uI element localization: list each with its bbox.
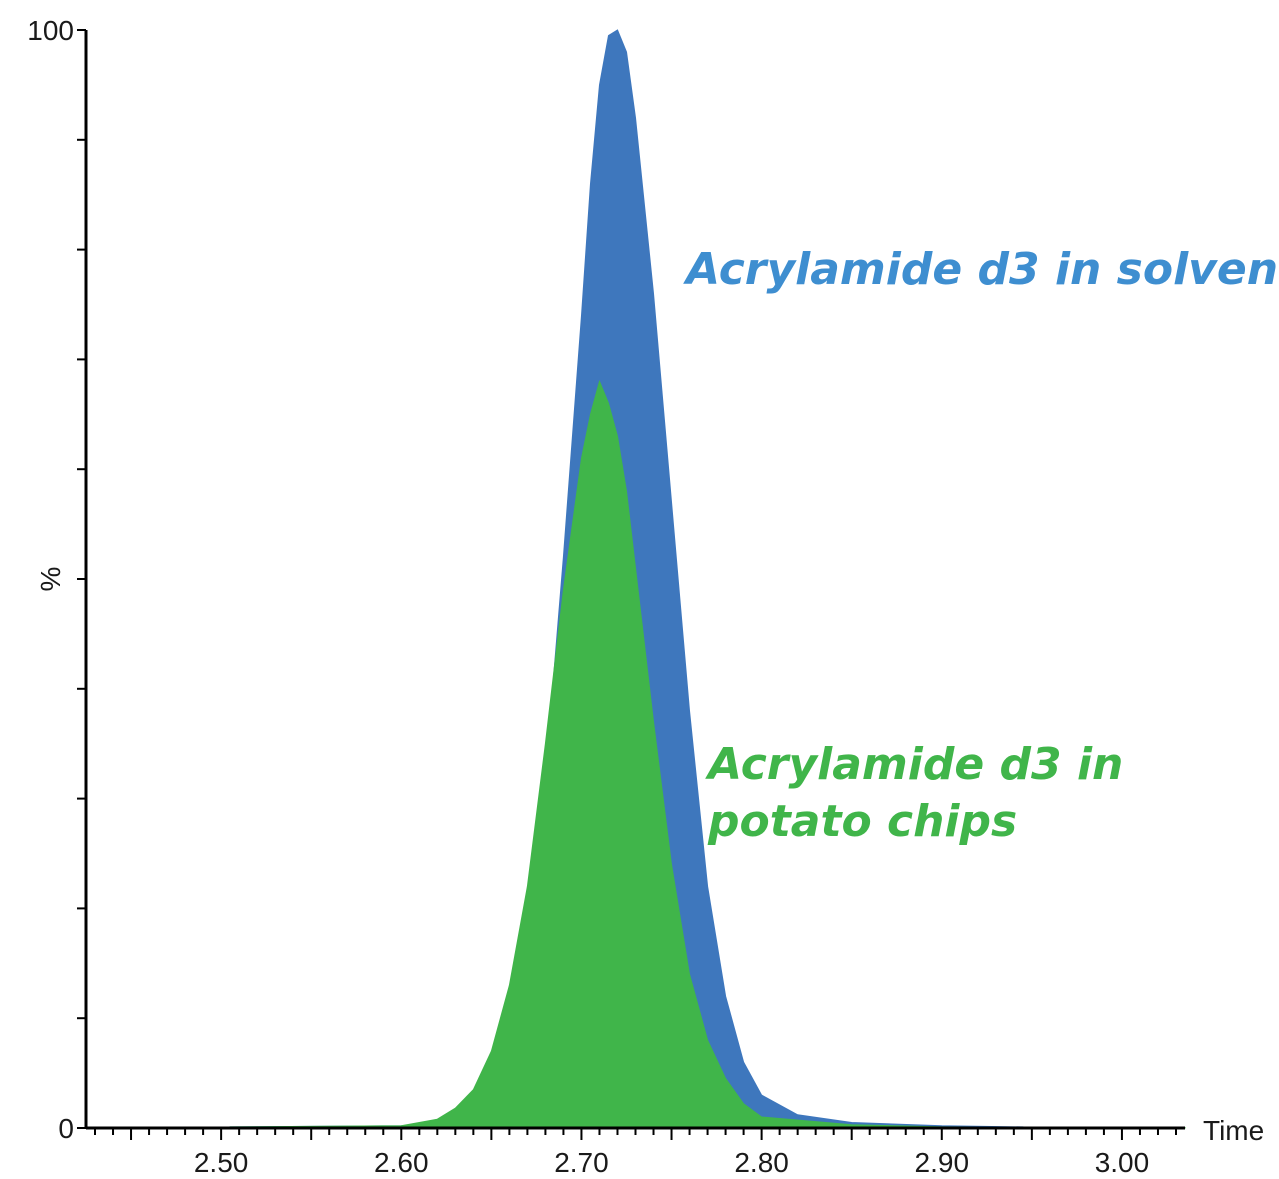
x-tick-label: 2.50 xyxy=(194,1147,249,1178)
x-axis-title: Time xyxy=(1203,1115,1264,1146)
y-axis-title: % xyxy=(35,567,66,592)
x-tick-label: 3.00 xyxy=(1095,1147,1150,1178)
x-tick-label: 2.60 xyxy=(374,1147,429,1178)
y-tick-label: 100 xyxy=(27,15,74,46)
annotation-chips-line2: potato chips xyxy=(707,796,1017,847)
axes-layer: 0 100 2.50 2.60 2.70 2.80 2.90 3.00 xyxy=(27,15,1185,1178)
y-ticks: 0 100 xyxy=(27,15,86,1144)
series-layer xyxy=(229,29,1186,1129)
series-area-1 xyxy=(229,379,1186,1129)
x-tick-label: 2.80 xyxy=(734,1147,789,1178)
x-tick-label: 2.70 xyxy=(554,1147,609,1178)
annotation-solvent: Acrylamide d3 in solvent xyxy=(683,244,1279,295)
label-layer: % Time Acrylamide d3 in solvent Acrylami… xyxy=(35,244,1279,1146)
annotation-chips-line1: Acrylamide d3 in xyxy=(705,739,1123,790)
x-ticks: 2.50 2.60 2.70 2.80 2.90 3.00 xyxy=(94,1128,1177,1178)
y-tick-label: 0 xyxy=(58,1113,74,1144)
x-tick-label: 2.90 xyxy=(915,1147,970,1178)
